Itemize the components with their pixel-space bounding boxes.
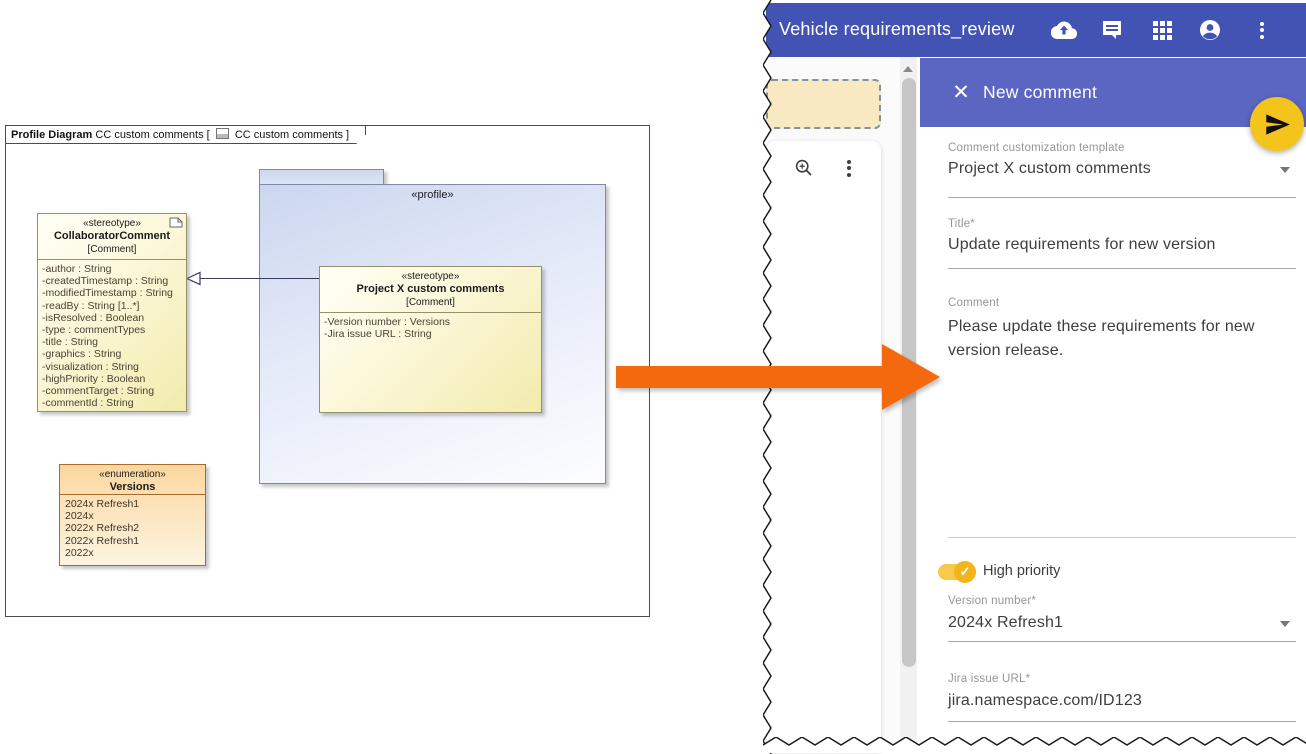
field-divider	[948, 641, 1296, 642]
new-comment-form: Comment customization template Project X…	[920, 127, 1306, 752]
send-icon	[1265, 113, 1290, 135]
attribute-row: -title : String	[42, 336, 99, 349]
section-divider	[948, 537, 1296, 538]
metaclass-label: [Comment]	[87, 244, 137, 255]
collaborator-box-header: «stereotype» CollaboratorComment [Commen…	[38, 214, 186, 260]
enumeration-keyword: «enumeration»	[99, 469, 166, 480]
stereotype-name: CollaboratorComment	[53, 230, 171, 242]
template-field-label: Comment customization template	[948, 142, 1125, 154]
attribute-row: -createdTimestamp : String	[42, 275, 169, 288]
attribute-row: -Version number : Versions	[324, 316, 451, 328]
close-icon[interactable]: ✕	[952, 81, 970, 104]
field-divider	[948, 268, 1296, 269]
attribute-row: -modifiedTimestamp : String	[42, 287, 173, 300]
profile-stereotype-label: «profile»	[411, 189, 454, 201]
template-select[interactable]: Project X custom comments	[948, 160, 1151, 177]
account-icon[interactable]	[1190, 3, 1230, 57]
diagram-frame-header: Profile Diagram CC custom comments [ CC …	[5, 125, 366, 144]
send-comment-button[interactable]	[1250, 97, 1304, 151]
new-comment-title: New comment	[983, 82, 1098, 102]
profile-diagram-frame: Profile Diagram CC custom comments [ CC …	[5, 125, 650, 617]
comment-toolbar-card	[766, 141, 881, 752]
orange-arrow	[616, 344, 940, 410]
attribute-row: -visualization : String	[42, 360, 139, 373]
jira-input[interactable]: jira.namespace.com/ID123	[948, 692, 1142, 709]
new-comment-header: ✕ New comment	[920, 58, 1306, 127]
enumeration-literal: 2022x Refresh1	[65, 534, 140, 547]
enum-box-header: «enumeration» Versions	[60, 465, 205, 495]
metaclass-label: [Comment]	[406, 297, 455, 308]
card-more-vertical-icon[interactable]	[836, 155, 862, 181]
comments-icon[interactable]	[1092, 3, 1132, 57]
version-caret-icon[interactable]	[1280, 621, 1290, 627]
high-priority-label: High priority	[983, 563, 1061, 579]
generalization-line[interactable]	[200, 278, 320, 280]
title-field-label: Title*	[948, 218, 975, 230]
orange-arrow-tail	[616, 366, 882, 388]
stereotype-keyword: «stereotype»	[83, 218, 141, 229]
jira-field-label: Jira issue URL*	[948, 673, 1031, 685]
project-title: Vehicle requirements_review	[779, 19, 1015, 39]
attribute-row: -author : String	[42, 263, 112, 275]
diagram-kind-label: Profile Diagram	[11, 129, 93, 141]
scroll-up-arrow[interactable]	[903, 66, 913, 72]
attribute-row: -commentTarget : String	[42, 385, 155, 398]
enumeration-name: Versions	[109, 481, 156, 493]
attribute-row: -readBy : String [1..*]	[42, 299, 140, 312]
projectx-box-header: «stereotype» Project X custom comments […	[320, 267, 541, 313]
orange-arrow-head	[882, 344, 940, 410]
diagram-ref-label: CC custom comments ]	[234, 129, 350, 141]
enumeration-literal: 2024x	[65, 510, 94, 523]
app-toolbar: Vehicle requirements_review	[766, 3, 1306, 57]
field-divider	[948, 721, 1296, 722]
comment-input[interactable]: Please update these requirements for new…	[948, 318, 1255, 359]
attribute-row: -graphics : String	[42, 348, 122, 361]
apps-grid-icon[interactable]	[1142, 3, 1182, 57]
generalization-arrowhead	[186, 271, 201, 286]
template-caret-icon[interactable]	[1280, 167, 1290, 173]
comment-field-label: Comment	[948, 297, 1000, 309]
attribute-row: -Jira issue URL : String	[324, 328, 432, 341]
attribute-row: -isResolved : Boolean	[42, 311, 145, 324]
attribute-row: -highPriority : Boolean	[42, 372, 146, 385]
enumeration-literal: 2022x Refresh2	[65, 522, 140, 535]
enumeration-literal: 2022x	[65, 546, 94, 559]
collaborator-comment-box[interactable]: «stereotype» CollaboratorComment [Commen…	[37, 213, 187, 412]
version-field-label: Version number*	[948, 595, 1037, 607]
enumeration-literal: 2024x Refresh1	[65, 498, 140, 510]
stereotype-keyword: «stereotype»	[401, 271, 460, 282]
attribute-row: -commentId : String	[42, 397, 134, 410]
more-vertical-icon[interactable]	[1242, 3, 1282, 57]
note-icon	[169, 217, 183, 228]
attribute-list: -author : String-createdTimestamp : Stri…	[38, 260, 186, 412]
version-select[interactable]: 2024x Refresh1	[948, 614, 1064, 631]
diagram-icon	[216, 128, 229, 139]
title-input[interactable]: Update requirements for new version	[948, 236, 1216, 253]
field-divider	[948, 197, 1296, 198]
cloud-upload-icon[interactable]	[1044, 3, 1084, 57]
high-priority-toggle-thumb[interactable]: ✓	[954, 561, 976, 583]
projectx-comments-box[interactable]: «stereotype» Project X custom comments […	[319, 266, 542, 413]
diagram-name-label: CC custom comments [	[95, 129, 210, 141]
attribute-list: -Version number : Versions-Jira issue UR…	[320, 313, 541, 343]
profile-package-tab[interactable]	[259, 169, 384, 185]
zoom-in-icon[interactable]	[791, 155, 817, 181]
stereotype-name: Project X custom comments	[356, 283, 505, 295]
selected-comment-shape[interactable]	[766, 79, 881, 129]
attribute-row: -type : commentTypes	[42, 324, 146, 337]
